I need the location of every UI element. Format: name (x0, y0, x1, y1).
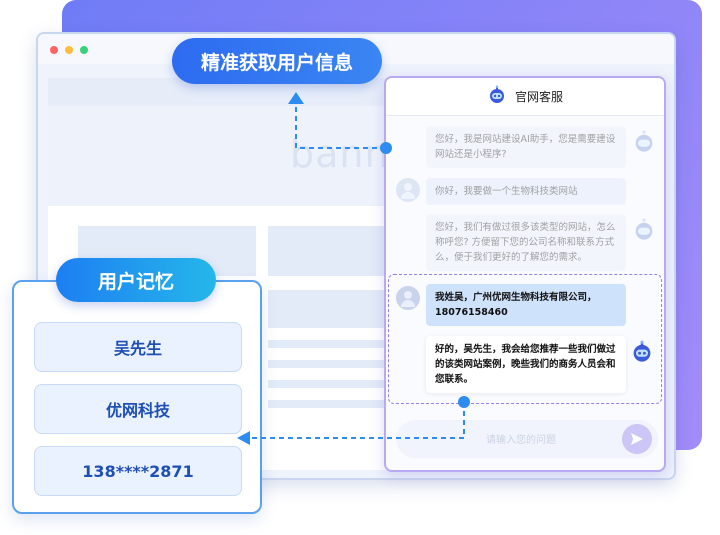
chat-message-bot: 您好，我是网站建设AI助手，您是需要建设网站还是小程序? (426, 126, 626, 168)
chat-input-placeholder: 请输入您的问题 (486, 435, 556, 446)
user-memory-panel: 吴先生 优网科技 138****2871 (12, 280, 262, 514)
close-window-dot[interactable] (50, 46, 58, 54)
chat-input[interactable]: 请输入您的问题 (396, 420, 658, 458)
callout-user-memory: 用户记忆 (56, 258, 216, 302)
robot-icon (487, 85, 507, 109)
banner-text: bann (290, 132, 390, 176)
chat-message-bot: 好的，吴先生，我会给您推荐一些我们做过的该类网站案例，晚些我们的商务人员会和您联… (426, 336, 626, 393)
send-button[interactable] (622, 424, 652, 454)
content-line (268, 340, 388, 348)
memory-item-name: 吴先生 (34, 322, 242, 372)
user-avatar (396, 286, 420, 310)
chat-window: 官网客服 您好，我是网站建设AI助手，您是需要建设网站还是小程序? 你好，我要做… (384, 76, 666, 472)
site-banner: bann (48, 106, 390, 206)
chat-message-user: 我姓吴，广州优网生物科技有限公司，18076158460 (426, 284, 626, 326)
callout-capture-user-info: 精准获取用户信息 (172, 38, 382, 84)
memory-item-company: 优网科技 (34, 384, 242, 434)
minimize-window-dot[interactable] (65, 46, 73, 54)
memory-item-phone: 138****2871 (34, 446, 242, 496)
send-icon (631, 433, 643, 445)
content-line (268, 380, 388, 388)
robot-icon (632, 130, 656, 158)
chat-header: 官网客服 (386, 78, 664, 116)
chat-message-user: 你好，我要做一个生物科技类网站 (426, 178, 626, 205)
chat-title: 官网客服 (514, 90, 563, 104)
maximize-window-dot[interactable] (80, 46, 88, 54)
memory-highlight-box (388, 274, 662, 404)
robot-icon (630, 340, 654, 368)
user-avatar (396, 178, 420, 202)
content-line (268, 360, 388, 368)
content-block (268, 290, 388, 328)
content-block (268, 226, 388, 276)
content-line (268, 400, 388, 408)
robot-icon (632, 218, 656, 246)
chat-message-bot: 您好，我们有做过很多该类型的网站，怎么称呼您? 方便留下您的公司名称和联系方式么… (426, 214, 626, 271)
